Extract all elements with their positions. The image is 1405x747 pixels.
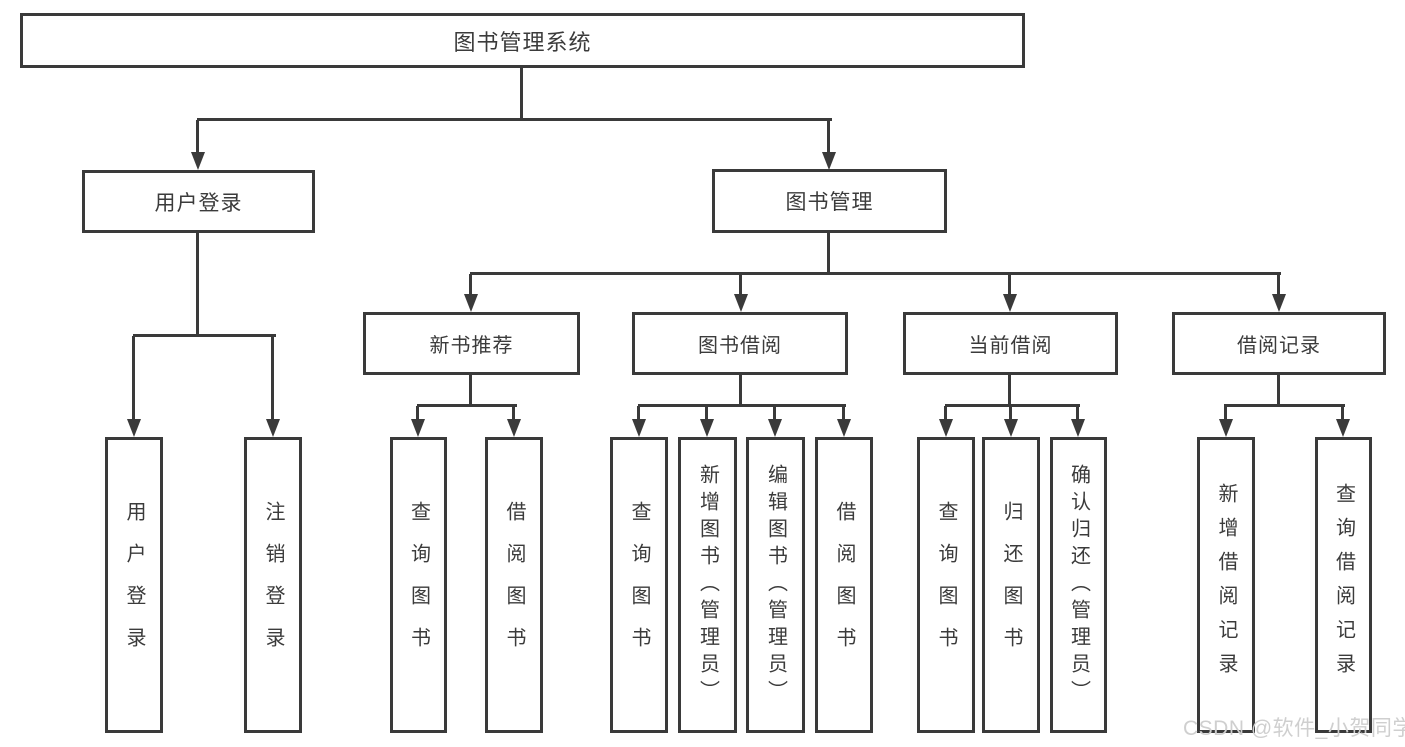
arrow-down-icon: [734, 294, 748, 312]
node-root: 图书管理系统: [20, 13, 1025, 68]
connector-line: [1277, 274, 1280, 296]
node-user-login: 用户登录: [82, 170, 315, 233]
connector-line: [1008, 274, 1011, 296]
connector-line: [520, 66, 523, 120]
leaf-newbook-query-label: 查询图书: [407, 501, 430, 669]
connector-line: [196, 120, 199, 154]
node-book-management-label: 图书管理: [785, 191, 874, 214]
leaf-record-add: 新增借阅记录: [1197, 437, 1255, 733]
node-book-management: 图书管理: [712, 169, 947, 233]
arrow-down-icon: [266, 419, 280, 437]
leaf-user-login: 用户登录: [105, 437, 163, 733]
node-new-book-recommend-label: 新书推荐: [429, 335, 514, 357]
leaf-record-query-label: 查询借阅记录: [1332, 483, 1355, 687]
csdn-watermark: CSDN @软件_小贺同学: [1183, 717, 1405, 740]
node-borrow-record: 借阅记录: [1172, 312, 1386, 375]
leaf-newbook-query: 查询图书: [390, 437, 447, 733]
node-new-book-recommend: 新书推荐: [363, 312, 580, 375]
connector-line: [133, 334, 276, 337]
arrow-down-icon: [632, 419, 646, 437]
connector-line: [1076, 406, 1079, 421]
leaf-borrow-book: 借阅图书: [815, 437, 873, 733]
arrow-down-icon: [411, 419, 425, 437]
connector-line: [842, 406, 845, 421]
leaf-borrow-query: 查询图书: [610, 437, 668, 733]
arrow-down-icon: [507, 419, 521, 437]
connector-line: [1341, 406, 1344, 421]
leaf-confirm-return-label: 确认归还（管理员）: [1067, 463, 1090, 707]
connector-line: [132, 336, 135, 421]
node-current-borrow: 当前借阅: [903, 312, 1118, 375]
connector-line: [1224, 404, 1345, 407]
leaf-current-query: 查询图书: [917, 437, 975, 733]
connector-line: [638, 404, 846, 407]
connector-line: [512, 406, 515, 421]
leaf-logout-label: 注销登录: [262, 501, 284, 669]
connector-line: [945, 404, 1080, 407]
connector-line: [739, 372, 742, 407]
leaf-borrow-edit-book-label: 编辑图书（管理员）: [764, 463, 787, 707]
leaf-borrow-add-book-label: 新增图书（管理员）: [696, 463, 719, 707]
leaf-confirm-return: 确认归还（管理员）: [1050, 437, 1107, 733]
connector-line: [417, 404, 517, 407]
leaf-newbook-borrow: 借阅图书: [485, 437, 543, 733]
connector-line: [1277, 372, 1280, 407]
leaf-current-query-label: 查询图书: [935, 501, 957, 669]
connector-line: [773, 406, 776, 421]
connector-line: [196, 230, 199, 336]
arrow-down-icon: [1272, 294, 1286, 312]
arrow-down-icon: [1071, 419, 1085, 437]
leaf-record-query: 查询借阅记录: [1315, 437, 1372, 733]
arrow-down-icon: [822, 152, 836, 170]
connector-line: [1009, 406, 1012, 421]
connector-line: [470, 272, 1281, 275]
arrow-down-icon: [1219, 419, 1233, 437]
connector-line: [1008, 372, 1011, 407]
connector-line: [469, 372, 472, 407]
connector-line: [637, 406, 640, 421]
connector-line: [944, 406, 947, 421]
arrow-down-icon: [837, 419, 851, 437]
node-user-login-label: 用户登录: [154, 191, 243, 215]
node-root-label: 图书管理系统: [453, 29, 592, 55]
leaf-logout: 注销登录: [244, 437, 302, 733]
leaf-borrow-edit-book: 编辑图书（管理员）: [746, 437, 805, 733]
arrow-down-icon: [1004, 419, 1018, 437]
arrow-down-icon: [1003, 294, 1017, 312]
leaf-user-login-label: 用户登录: [123, 501, 145, 669]
node-book-borrow-label: 图书借阅: [698, 335, 782, 357]
leaf-return-book: 归还图书: [982, 437, 1040, 733]
leaf-return-book-label: 归还图书: [1000, 501, 1022, 669]
leaf-newbook-borrow-label: 借阅图书: [503, 501, 525, 669]
node-current-borrow-label: 当前借阅: [968, 335, 1053, 357]
connector-line: [705, 406, 708, 421]
leaf-borrow-query-label: 查询图书: [628, 501, 650, 669]
connector-line: [469, 274, 472, 296]
connector-line: [1224, 406, 1227, 421]
connector-line: [827, 230, 830, 274]
node-book-borrow: 图书借阅: [632, 312, 848, 375]
arrow-down-icon: [939, 419, 953, 437]
connector-line: [271, 336, 274, 421]
connector-line: [739, 274, 742, 296]
connector-line: [197, 118, 832, 121]
arrow-down-icon: [127, 419, 141, 437]
connector-line: [416, 406, 419, 421]
leaf-record-add-label: 新增借阅记录: [1215, 483, 1237, 687]
arrow-down-icon: [464, 294, 478, 312]
leaf-borrow-add-book: 新增图书（管理员）: [678, 437, 737, 733]
node-borrow-record-label: 借阅记录: [1237, 335, 1321, 357]
arrow-down-icon: [191, 152, 205, 170]
arrow-down-icon: [768, 419, 782, 437]
arrow-down-icon: [700, 419, 714, 437]
connector-line: [827, 120, 830, 154]
arrow-down-icon: [1336, 419, 1350, 437]
leaf-borrow-book-label: 借阅图书: [833, 501, 855, 669]
